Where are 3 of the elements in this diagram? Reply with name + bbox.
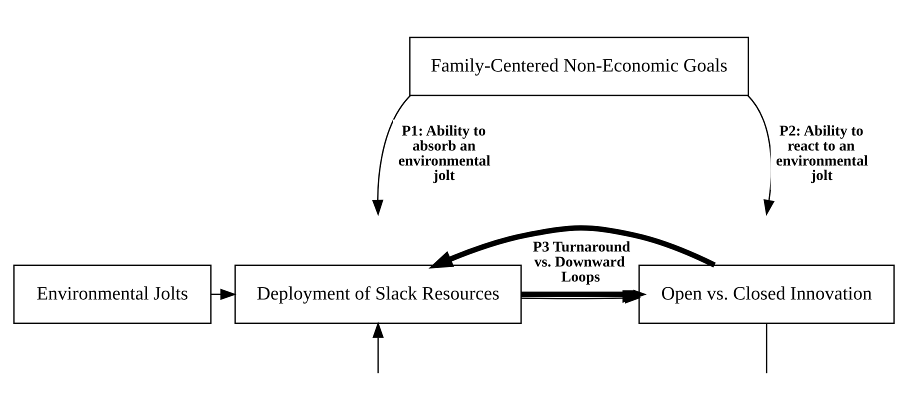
edge-label: P1: Ability to absorb an environmental jolt [398,124,490,184]
edge-label: P3 Turnaround vs. Downward Loops [532,240,630,286]
edge-label: P2: Ability to react to an environmental jolt [776,124,868,184]
